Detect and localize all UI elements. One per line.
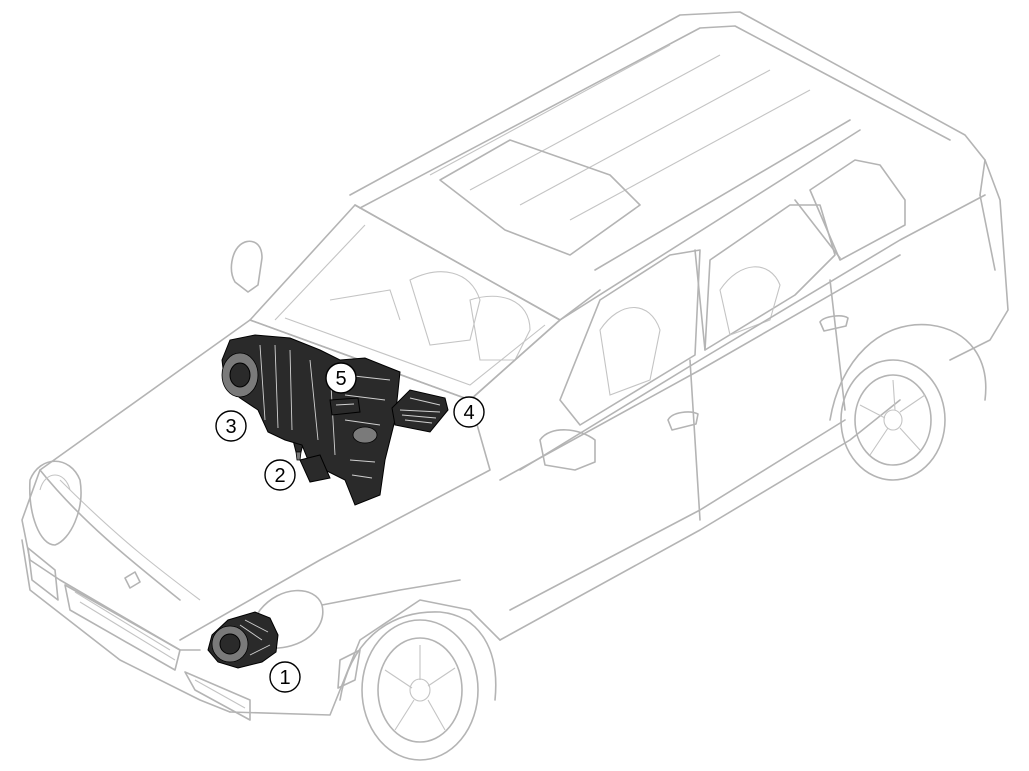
callout-3-label: 3 (225, 416, 236, 438)
callout-1: 1 (269, 661, 301, 693)
callout-1-label: 1 (279, 667, 290, 689)
callout-4-label: 4 (463, 402, 474, 424)
callout-5: 5 (325, 362, 357, 394)
hvac-unit-component (221, 334, 401, 506)
compressor-component (207, 611, 279, 669)
car-outline (21, 11, 1009, 761)
callout-4: 4 (453, 396, 485, 428)
callout-2-label: 2 (274, 465, 285, 487)
callout-2: 2 (264, 459, 296, 491)
callout-5-label: 5 (335, 368, 346, 390)
control-module-component (391, 389, 449, 433)
callout-3: 3 (215, 410, 247, 442)
